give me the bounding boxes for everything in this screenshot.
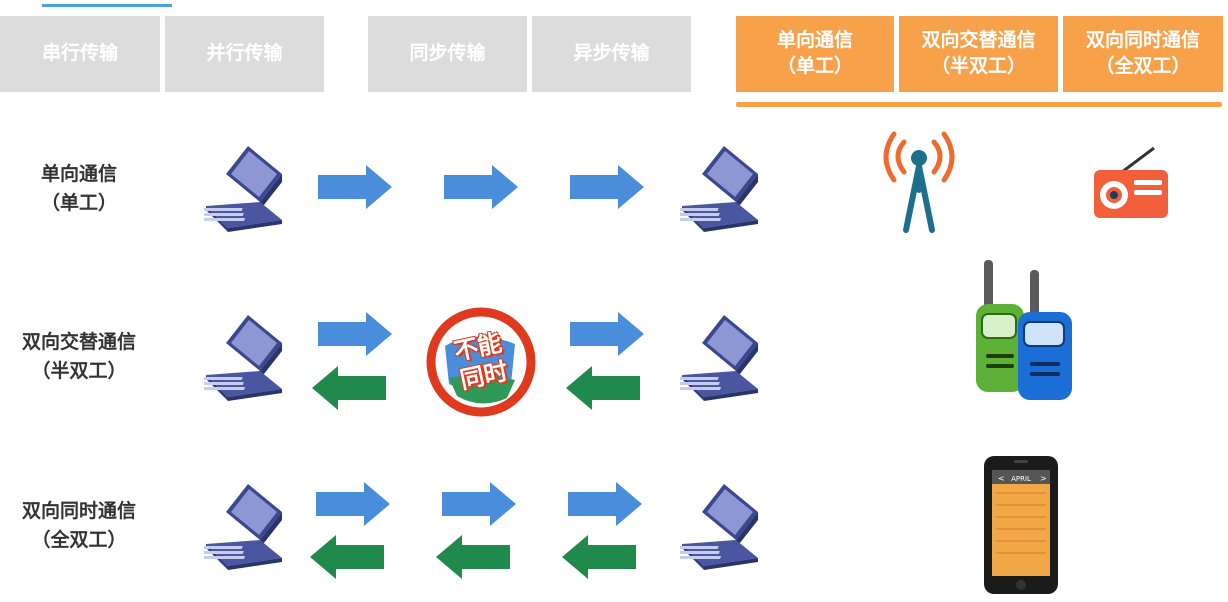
calendar-month: APRIL	[1011, 475, 1031, 483]
radio-icon	[1094, 146, 1168, 218]
arrow-right-icon	[442, 482, 516, 526]
arrow-left-icon	[312, 366, 386, 410]
laptop-icon	[680, 484, 758, 570]
walkie-talkie-icon	[976, 260, 1072, 400]
calendar-grid	[996, 492, 1046, 554]
arrow-left-icon	[566, 366, 640, 410]
laptop-icon	[204, 315, 282, 401]
laptop-icon	[204, 146, 282, 232]
arrow-left-icon	[436, 535, 510, 579]
arrow-right-icon	[570, 312, 644, 356]
calendar-prev-arrow: <	[998, 474, 1005, 483]
laptop-icon	[680, 146, 758, 232]
not-simultaneous-badge: 不能同时	[425, 306, 537, 418]
arrow-right-icon	[444, 165, 518, 209]
arrow-right-icon	[318, 312, 392, 356]
tab-async-transmission[interactable]: 异步传输	[532, 16, 691, 92]
row-label-half-duplex: 双向交替通信（半双工）	[21, 331, 136, 382]
tab-parallel-transmission[interactable]: 并行传输	[165, 16, 324, 92]
tab-sync-transmission[interactable]: 同步传输	[368, 16, 527, 92]
not-simultaneous-text: 不能同时	[451, 328, 511, 395]
arrow-right-icon	[568, 482, 642, 526]
tab-serial-transmission[interactable]: 串行传输	[0, 16, 160, 92]
tab-half-duplex[interactable]: 双向交替通信（半双工）	[899, 16, 1058, 92]
radio-tower-icon	[883, 131, 955, 233]
laptop-icon	[680, 315, 758, 401]
tab-simplex[interactable]: 单向通信（单工）	[736, 16, 894, 92]
arrow-right-icon	[570, 165, 644, 209]
tab-full-duplex[interactable]: 双向同时通信（全双工）	[1063, 16, 1223, 92]
smartphone-icon: < APRIL >	[984, 456, 1058, 594]
top-title-fragment	[42, 0, 172, 7]
row-label-simplex: 单向通信（单工）	[40, 163, 117, 214]
row-label-full-duplex: 双向同时通信（全双工）	[21, 500, 136, 551]
calendar-next-arrow: >	[1040, 474, 1047, 483]
laptop-icon	[204, 484, 282, 570]
orange-underline	[736, 102, 1222, 107]
arrow-right-icon	[316, 482, 390, 526]
arrow-left-icon	[310, 535, 384, 579]
arrow-right-icon	[318, 165, 392, 209]
arrow-left-icon	[562, 535, 636, 579]
prohibited-icon	[426, 307, 536, 417]
